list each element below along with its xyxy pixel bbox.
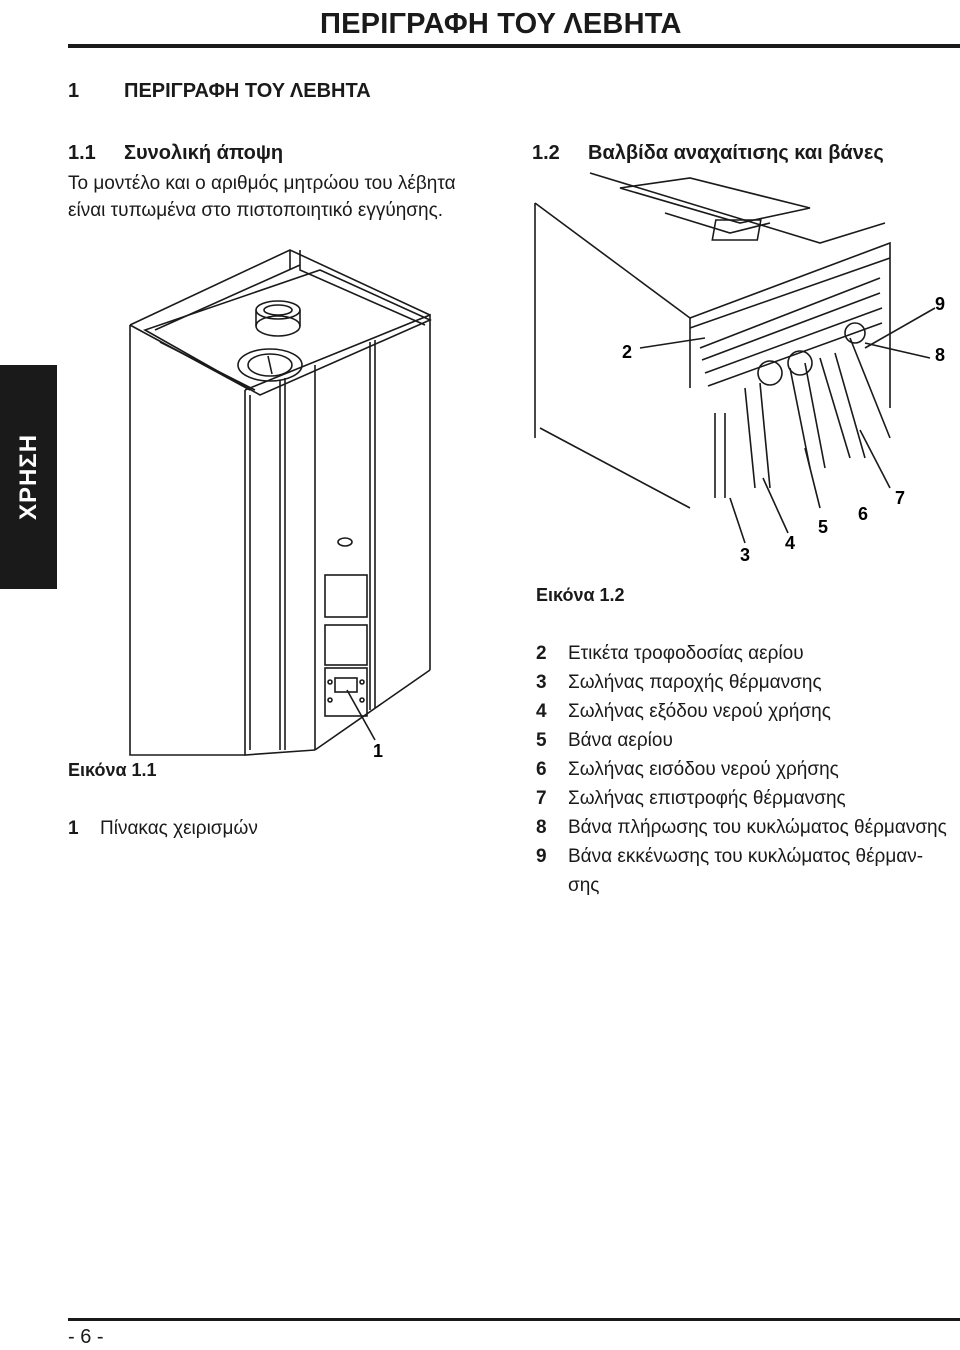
subsection-1-1-number: 1.1: [68, 142, 96, 164]
legend-num: 7: [536, 788, 547, 809]
figure-1-2-callout-9: 9: [935, 294, 945, 314]
section-number: 1: [68, 80, 80, 102]
figure-1-2-legend-item: 4 Σωλήνας εξόδου νερού χρήσης: [536, 697, 831, 726]
subsection-1-2-number: 1.2: [532, 142, 560, 164]
side-tab: ΧΡΗΣΗ: [0, 365, 57, 589]
legend-num: 2: [536, 643, 547, 664]
legend-text: Σωλήνας παροχής θέρμανσης: [568, 672, 822, 693]
figure-1-1-legend-num: 1: [68, 818, 79, 839]
figure-1-1-boiler-drawing: 1: [129, 249, 432, 761]
header-divider: [68, 44, 960, 48]
legend-text: Σωλήνας εξόδου νερού χρήσης: [568, 701, 831, 722]
legend-text: Ετικέτα τροφοδοσίας αερίου: [568, 643, 804, 664]
page-header-title: ΠΕΡΙΓΡΑΦΗ ΤΟΥ ΛΕΒΗΤΑ: [320, 8, 682, 40]
legend-text: σης: [568, 875, 600, 896]
figure-1-2-legend-item: 6 Σωλήνας εισόδου νερού χρήσης: [536, 755, 839, 784]
figure-1-2-callout-6: 6: [858, 504, 868, 524]
figure-1-2-legend-item: 9 Βάνα εκκένωσης του κυκλώματος θέρμαν-: [536, 842, 923, 871]
page-number: - 6 -: [68, 1326, 104, 1348]
figure-1-2-legend-item: 3 Σωλήνας παροχής θέρμανσης: [536, 668, 822, 697]
legend-text: Σωλήνας εισόδου νερού χρήσης: [568, 759, 839, 780]
figure-1-1-legend-item: 1 Πίνακας χειρισμών: [68, 818, 258, 840]
subsection-1-1-title-text: Συνολική άποψη: [124, 142, 284, 164]
legend-text: Σωλήνας επιστροφής θέρμανσης: [568, 788, 846, 809]
legend-num: 3: [536, 672, 547, 693]
figure-1-2-legend-item: 7 Σωλήνας επιστροφής θέρμανσης: [536, 784, 846, 813]
figure-1-2-callout-5: 5: [818, 517, 828, 537]
figure-1-2-callout-8: 8: [935, 345, 945, 365]
figure-1-1-callout-1: 1: [373, 741, 383, 761]
subsection-1-1-text-line1: Το μοντέλο και ο αριθμός μητρώου του λέβ…: [68, 173, 456, 194]
figure-1-2-callout-7: 7: [895, 488, 905, 508]
figure-1-2-callout-4: 4: [785, 533, 795, 553]
figure-1-2-valves-drawing: 2 3 4 5 6 7 8 9: [534, 172, 945, 565]
legend-num: 8: [536, 817, 547, 838]
legend-num: 4: [536, 701, 547, 722]
section-title-text: ΠΕΡΙΓΡΑΦΗ ΤΟΥ ΛΕΒΗΤΑ: [124, 80, 371, 102]
figure-1-2-legend-item: 2 Ετικέτα τροφοδοσίας αερίου: [536, 639, 804, 668]
figure-1-2-caption: Εικόνα 1.2: [536, 585, 625, 605]
subsection-1-2-title-text: Βαλβίδα αναχαίτισης και βάνες: [588, 142, 884, 164]
legend-text: Βάνα πλήρωσης του κυκλώματος θέρμανσης: [568, 817, 947, 838]
legend-num: 5: [536, 730, 547, 751]
figure-1-2-legend-item: σης: [536, 871, 599, 900]
subsection-1-1-text: Το μοντέλο και ο αριθμός μητρώου του λέβ…: [68, 170, 456, 224]
subsection-1-1-text-line2: είναι τυπωμένα στο πιστοποιητικό εγγύηση…: [68, 200, 444, 221]
subsection-1-1-title: 1.1 Συνολική άποψη: [68, 142, 283, 165]
subsection-1-2-title: 1.2 Βαλβίδα αναχαίτισης και βάνες: [532, 142, 884, 165]
side-tab-label: ΧΡΗΣΗ: [14, 433, 42, 521]
legend-text: Βάνα αερίου: [568, 730, 673, 751]
figure-1-1-legend-text: Πίνακας χειρισμών: [100, 818, 258, 839]
figure-1-2-callout-3: 3: [740, 545, 750, 565]
figure-1-2-legend-item: 8 Βάνα πλήρωσης του κυκλώματος θέρμανσης: [536, 813, 947, 842]
legend-text: Βάνα εκκένωσης του κυκλώματος θέρμαν-: [568, 846, 924, 867]
figure-1-2-callout-2: 2: [622, 342, 632, 362]
section-title: 1 ΠΕΡΙΓΡΑΦΗ ΤΟΥ ΛΕΒΗΤΑ: [68, 80, 371, 103]
figure-1-1-caption: Εικόνα 1.1: [68, 760, 157, 780]
legend-num: 6: [536, 759, 547, 780]
figure-1-2-legend-item: 5 Βάνα αερίου: [536, 726, 673, 755]
footer-divider: [68, 1318, 960, 1321]
legend-num: 9: [536, 846, 547, 867]
